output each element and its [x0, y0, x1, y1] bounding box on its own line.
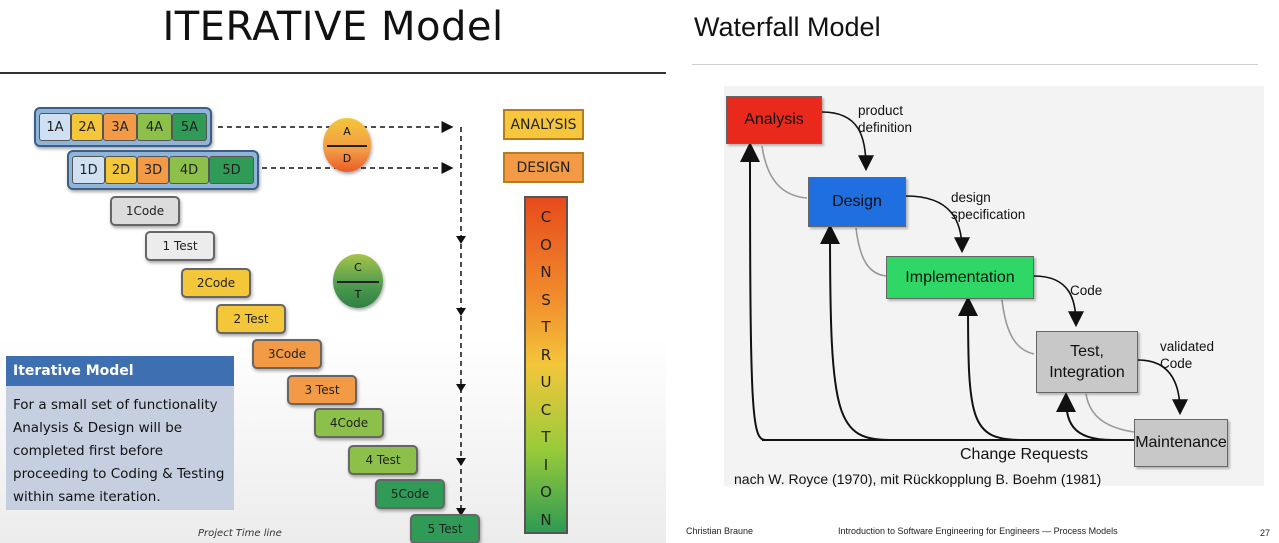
code-label: Code — [1070, 283, 1103, 298]
circle-letter-t: T — [354, 288, 362, 301]
analysis-design-circle: A D — [323, 118, 371, 172]
step-4-test: 4 Test — [348, 445, 418, 475]
construction-letter: O — [540, 483, 552, 501]
iterative-model-panel: ITERATIVE Model 1A 2A 3A 4A 5A 1D 2D 3D … — [0, 0, 666, 543]
maintenance-box: Maintenance — [1134, 419, 1228, 467]
project-timeline-label: Project Time line — [198, 528, 282, 539]
step-1-code: 1Code — [110, 196, 180, 226]
construction-phase-bar: C O N S T R U C T I O N — [524, 196, 568, 534]
title-rule — [692, 64, 1258, 65]
construction-letter: S — [541, 290, 551, 309]
construction-letter: R — [540, 345, 552, 364]
construction-letter: U — [540, 373, 552, 391]
analysis-cell-4: 4A — [137, 113, 172, 141]
design-specification-label: design specification — [951, 190, 1026, 222]
construction-letter: C — [540, 208, 552, 226]
citation-text: nach W. Royce (1970), mit Rückkopplung B… — [734, 471, 1102, 487]
analysis-cell-2: 2A — [71, 113, 103, 141]
construction-letter: I — [543, 455, 549, 474]
step-4-code: 4Code — [314, 408, 384, 438]
step-2-test: 2 Test — [216, 304, 286, 334]
info-box-body: For a small set of functionality Analysi… — [13, 397, 225, 505]
footer-author: Christian Braune — [686, 526, 754, 536]
circle-letter-d: D — [342, 152, 352, 165]
code-test-circle: C T — [333, 254, 383, 308]
waterfall-arrows — [740, 111, 1188, 441]
design-cell-1: 1D — [72, 156, 105, 184]
test-integration-box: Test, Integration — [1036, 331, 1138, 393]
circle-letter-c: C — [354, 261, 362, 274]
construction-letter: C — [540, 400, 552, 419]
waterfall-model-title: Waterfall Model — [694, 12, 881, 42]
design-box: Design — [808, 177, 906, 227]
design-phase-label: DESIGN — [503, 152, 584, 183]
design-cell-3: 3D — [137, 156, 169, 184]
construction-letters: C O N S T R U C T I O N — [526, 204, 566, 534]
step-5-code: 5Code — [375, 479, 445, 509]
footer-course-title: Introduction to Software Engineering for… — [838, 526, 1118, 536]
step-3-test: 3 Test — [287, 375, 357, 405]
design-cell-4: 4D — [169, 156, 209, 184]
construction-letter: T — [541, 318, 551, 336]
analysis-phase-label: ANALYSIS — [503, 109, 584, 140]
design-cell-5: 5D — [209, 156, 254, 184]
panel-divider — [666, 0, 672, 543]
analysis-cell-1: 1A — [39, 113, 71, 141]
step-3-code: 3Code — [252, 339, 322, 369]
product-definition-label: product definition — [858, 103, 913, 135]
info-box-heading: Iterative Model — [6, 356, 234, 386]
analysis-cell-5: 5A — [172, 113, 207, 141]
iterative-model-title: ITERATIVE Model — [162, 4, 504, 50]
design-cell-2: 2D — [105, 156, 137, 184]
construction-letter: N — [540, 263, 552, 281]
step-2-code: 2Code — [181, 268, 251, 298]
analysis-cell-3: 3A — [103, 113, 137, 141]
step-5-test: 5 Test — [410, 514, 480, 543]
circle-letter-a: A — [343, 125, 351, 138]
title-rule — [0, 72, 666, 74]
change-requests-label: Change Requests — [960, 446, 1089, 463]
implementation-box: Implementation — [886, 256, 1034, 299]
waterfall-model-panel: Waterfall Model Analysis Design Implemen… — [672, 0, 1279, 543]
validated-code-label: validated Code — [1160, 339, 1215, 371]
step-1-test: 1 Test — [145, 231, 215, 261]
construction-letter: T — [541, 428, 551, 446]
iterative-model-info-box: Iterative Model For a small set of funct… — [6, 356, 234, 510]
construction-letter: O — [540, 235, 552, 254]
construction-letter: N — [540, 510, 552, 529]
footer-page-number: 27 — [1260, 528, 1271, 538]
analysis-box: Analysis — [726, 96, 822, 144]
